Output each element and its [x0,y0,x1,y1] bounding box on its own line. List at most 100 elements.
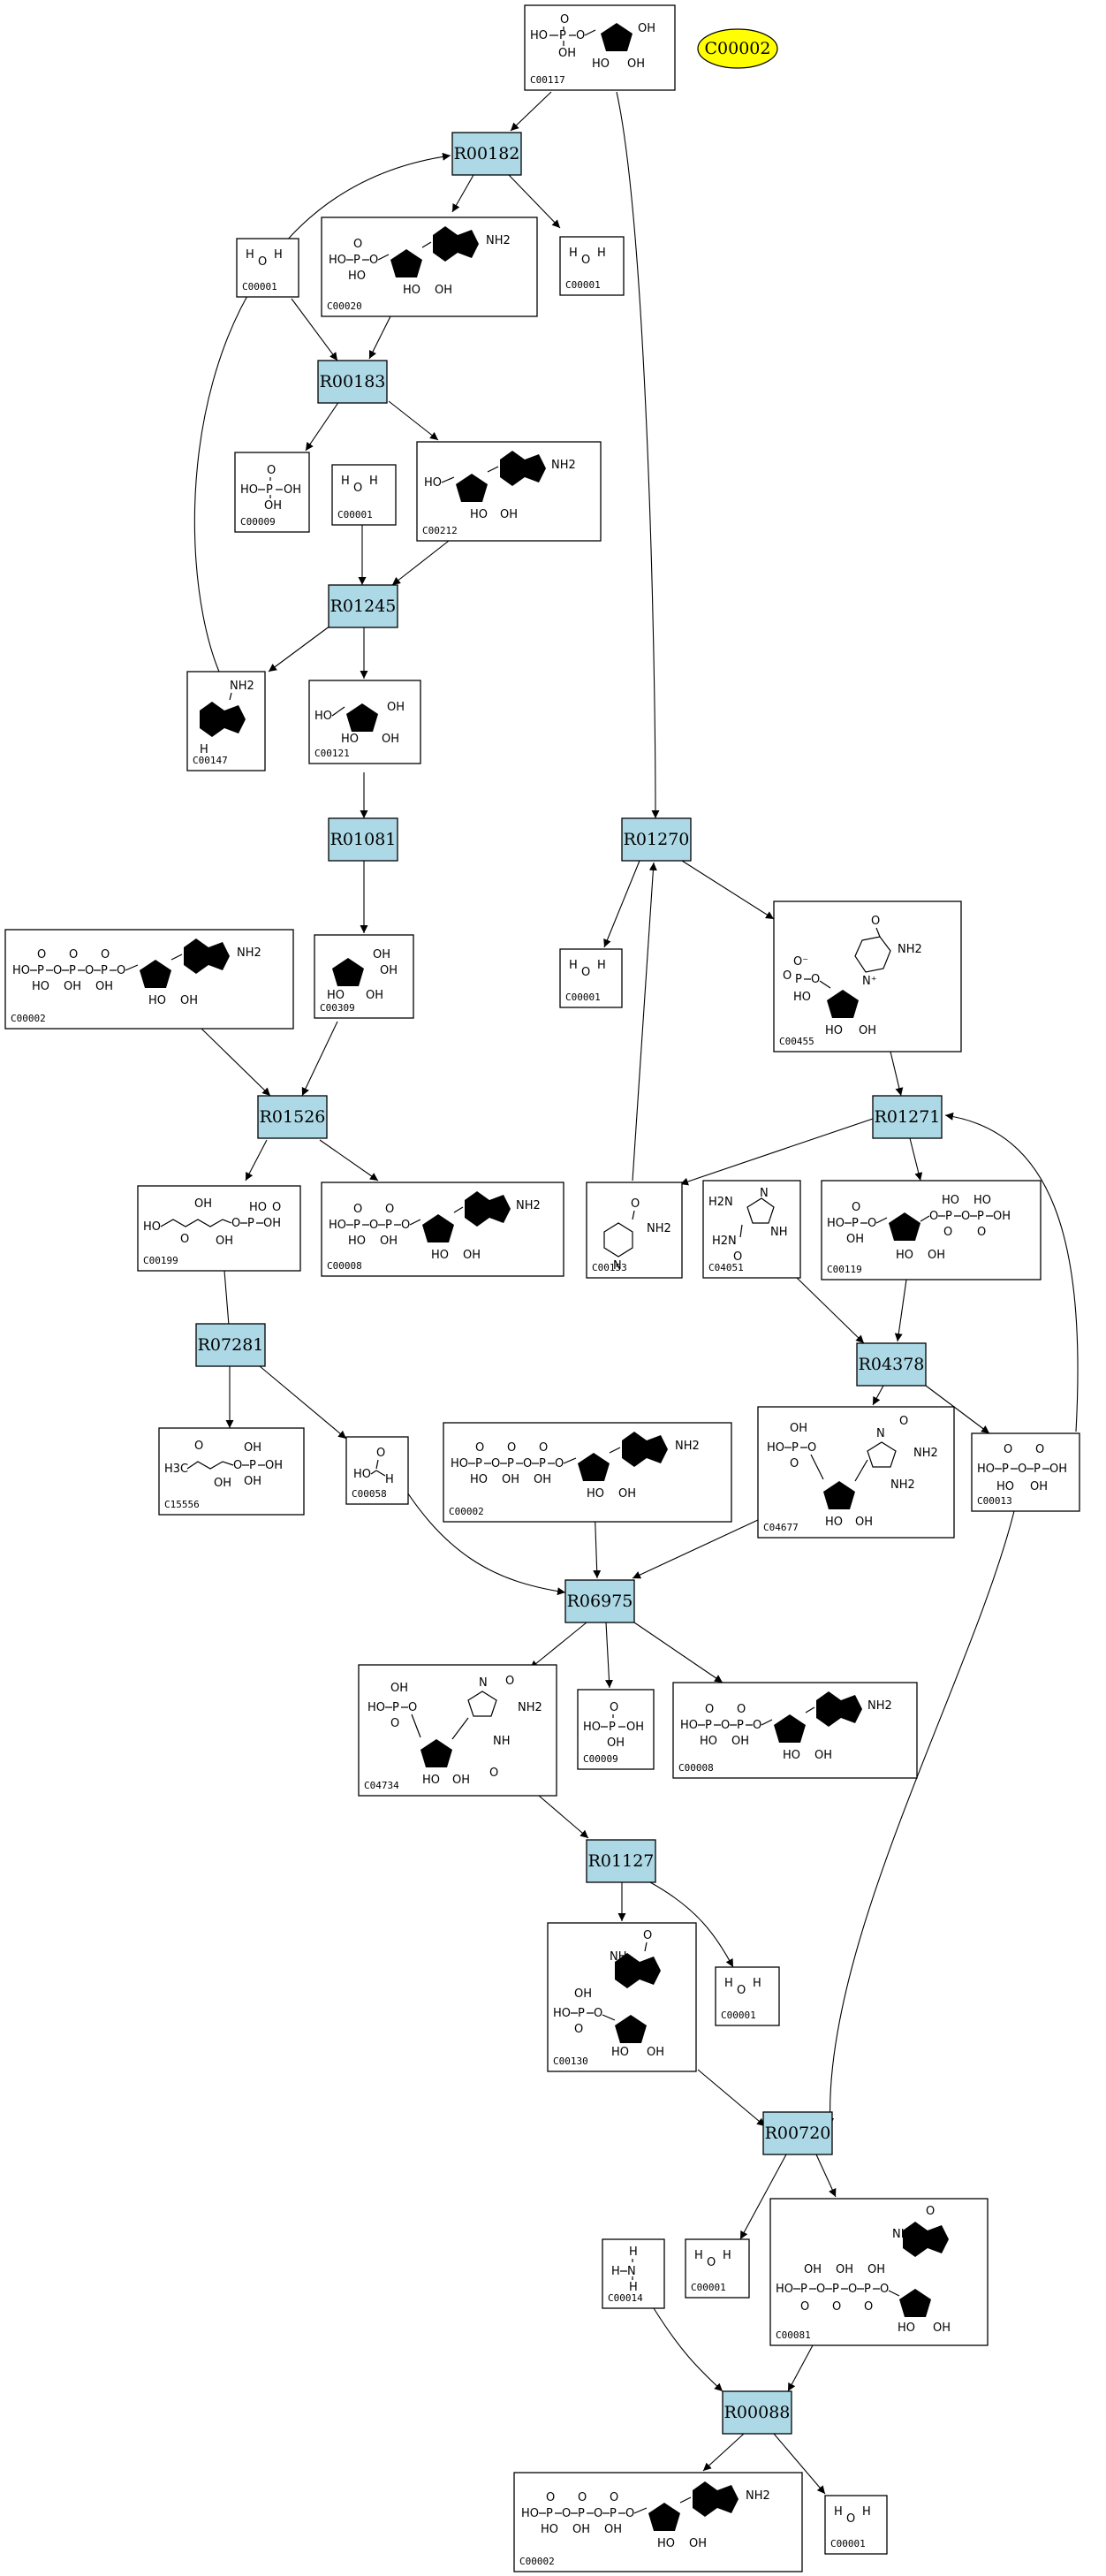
svg-text:OH: OH [216,1235,233,1248]
svg-text:NH2: NH2 [867,1699,892,1713]
amp-icon: HO P O HO O HO OH NH2 [329,226,511,297]
compound-node[interactable]: H3C O OH O P OH OH OH C15556 [158,1427,305,1516]
compound-node[interactable]: O NH2 N⁺ O O⁻ P HO O HO OH C00455 [773,900,962,1052]
compound-id: C00001 [691,2282,726,2293]
svg-text:P: P [795,973,802,986]
svg-text:P: P [945,1210,952,1223]
svg-text:O: O [507,1441,516,1455]
svg-text:OH: OH [95,980,113,993]
svg-text:NH2: NH2 [898,943,922,956]
compound-node[interactable]: C00001 [236,238,299,298]
compound-id: C04734 [364,1780,399,1791]
compound-node[interactable]: H H N H C00014 [602,2238,665,2309]
svg-text:O: O [408,1701,417,1714]
svg-text:NH2: NH2 [237,946,261,960]
compound-node[interactable]: O HO P OH OH C00009 [577,1689,655,1770]
reaction-node[interactable]: R01245 [328,584,398,628]
compound-node[interactable]: NH2 H C00147 [186,671,266,771]
reaction-node[interactable]: R01271 [872,1095,943,1139]
compound-node[interactable]: O NH2 N C00153 [586,1182,683,1279]
legend-label: C00002 [705,39,771,58]
svg-text:P: P [69,964,76,977]
reaction-node[interactable]: R04378 [856,1342,927,1387]
svg-text:HO: HO [32,980,49,993]
svg-text:OH: OH [194,1197,212,1211]
svg-text:O: O [1004,1443,1012,1456]
compound-node[interactable]: HO P O HO O P O OH O P O OH O [443,1422,732,1523]
svg-text:HO: HO [470,508,488,521]
reaction-node[interactable]: R00088 [722,2390,792,2435]
reaction-node[interactable]: R00720 [762,2111,833,2155]
svg-text:O: O [489,1767,498,1780]
svg-text:O: O [491,1457,500,1470]
compound-node[interactable]: HO P O HO O P O OH O P O OH O [513,2472,803,2572]
compound-node[interactable]: C00001 [715,1966,780,2026]
compound-id: C00130 [553,2055,588,2067]
compound-node[interactable]: O NH OH HO P O O HO OH C00130 [547,1922,697,2072]
compound-node[interactable]: C00001 [331,464,397,526]
compound-node[interactable]: C00001 [559,236,625,296]
reaction-node[interactable]: R01081 [328,817,398,862]
compound-node[interactable]: HO OH O OH O P HO O OH C00199 [137,1185,301,1272]
svg-text:HO: HO [996,1480,1014,1493]
compound-node[interactable]: HO P O HO O P O OH O HO OH NH2 [321,1182,564,1277]
compound-node[interactable]: HO P O HO O HO OH NH2 C00020 [321,217,538,317]
compound-node[interactable]: O HO P OH OH C00009 [234,452,310,533]
svg-text:OH: OH [500,508,518,521]
svg-text:O: O [85,964,94,977]
compound-node[interactable]: HO OH HO OH C00121 [308,680,421,764]
compound-node[interactable]: C00001 [559,948,623,1008]
compound-node[interactable]: HO P O O OH OH HO OH C00117 [524,4,676,91]
compound-node[interactable]: OH OH HO OH C00309 [314,934,414,1019]
reaction-label: R00182 [454,144,520,163]
compound-node[interactable]: C00001 [685,2238,750,2299]
compound-node[interactable]: OH HO P O O HO OH N O NH2 NH2 C04677 [757,1406,955,1539]
svg-text:O: O [562,2507,571,2520]
compound-id: C00002 [449,1506,484,1517]
reaction-node[interactable]: R01127 [586,1839,656,1883]
svg-text:O: O [783,969,792,983]
svg-text:HO: HO [367,1701,385,1714]
compounds: HO P O O OH OH HO OH C00117 HO [4,4,1080,2572]
svg-text:O: O [376,1447,385,1460]
svg-text:OH: OH [373,948,390,961]
svg-text:OH: OH [180,994,198,1007]
svg-text:OH: OH [390,1682,408,1695]
compound-node[interactable]: H2N N NH H2N O C04051 [702,1180,801,1279]
svg-text:HO: HO [827,1217,845,1230]
compound-node[interactable]: HO P O HO O P O OH O P O OH O [4,929,294,1030]
phosphate-icon: O HO P OH OH [240,464,301,513]
svg-text:O: O [369,1219,378,1232]
compound-node[interactable]: O HO H C00058 [345,1436,409,1505]
svg-text:HO: HO [12,964,30,977]
svg-text:N⁺: N⁺ [862,975,877,988]
reaction-node[interactable]: R00183 [317,360,388,404]
svg-text:O: O [272,1201,281,1214]
reaction-node[interactable]: R00182 [451,132,522,176]
svg-text:O: O [832,2300,841,2314]
compound-id: C00001 [565,279,601,291]
svg-text:O: O [733,1250,742,1264]
compound-node[interactable]: C00001 [824,2495,888,2555]
reaction-node[interactable]: R07281 [195,1323,266,1367]
svg-text:H2N: H2N [708,1196,733,1209]
svg-text:OH: OH [855,1516,873,1529]
svg-text:O: O [353,1203,362,1216]
compound-node[interactable]: HO HO OH NH2 C00212 [416,441,602,542]
compound-node[interactable]: HO P O OH O HO OH O P HO O O P [821,1180,1042,1280]
compound-node[interactable]: HO P O HO O P O OH O HO OH NH2 [672,1682,918,1779]
svg-text:P: P [101,964,108,977]
svg-text:HO: HO [249,1201,267,1214]
svg-text:HO: HO [451,1457,468,1470]
svg-text:N: N [479,1676,488,1690]
reaction-node[interactable]: R01270 [621,817,692,862]
svg-text:OH: OH [804,2263,822,2276]
reaction-node[interactable]: R06975 [564,1579,635,1623]
nicotinamide-icon: O NH2 N [603,1197,671,1273]
reaction-node[interactable]: R01526 [257,1095,328,1139]
reaction-label: R01127 [588,1851,655,1871]
compound-node[interactable]: O NH OH OH OH HO P O P O P O O O [769,2198,989,2346]
compound-node[interactable]: OH HO P O O HO OH N NH2 O NH O C04734 [358,1664,557,1797]
compound-node[interactable]: O O HO P O P OH HO OH C00013 [971,1432,1080,1512]
compound-id: C00013 [977,1495,1012,1507]
